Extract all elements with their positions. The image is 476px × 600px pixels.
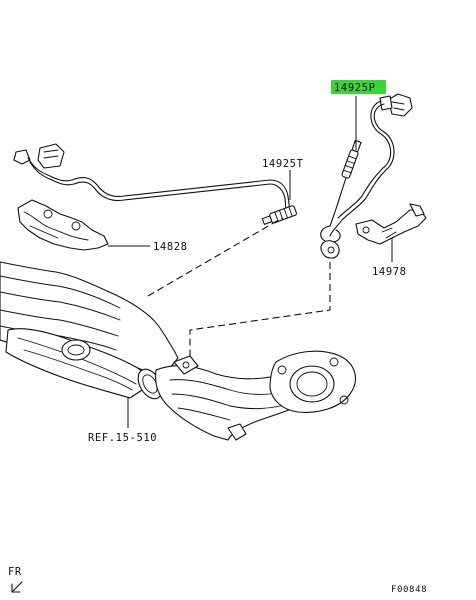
heat-shield-14828 [17,199,109,251]
direction-label: FR [8,566,22,578]
callout-14925p[interactable]: 14925P [334,82,376,94]
installation-dashed-lines [147,217,331,360]
callout-14978[interactable]: 14978 [372,266,407,278]
callout-14828[interactable]: 14828 [153,241,188,253]
callout-ref[interactable]: REF.15-510 [88,432,157,444]
oxygen-sensor-14925p [320,93,413,259]
exhaust-manifold-assembly [0,261,356,441]
figure-code: F00848 [391,585,427,595]
bracket-14978 [355,203,427,245]
arrow-down-left-icon [11,581,23,593]
oxygen-sensor-14925t [13,143,297,225]
callout-14925t[interactable]: 14925T [262,158,304,170]
highlight-14925p [331,80,386,94]
callout-leaders [108,96,393,428]
direction-indicator: FR [8,566,23,593]
